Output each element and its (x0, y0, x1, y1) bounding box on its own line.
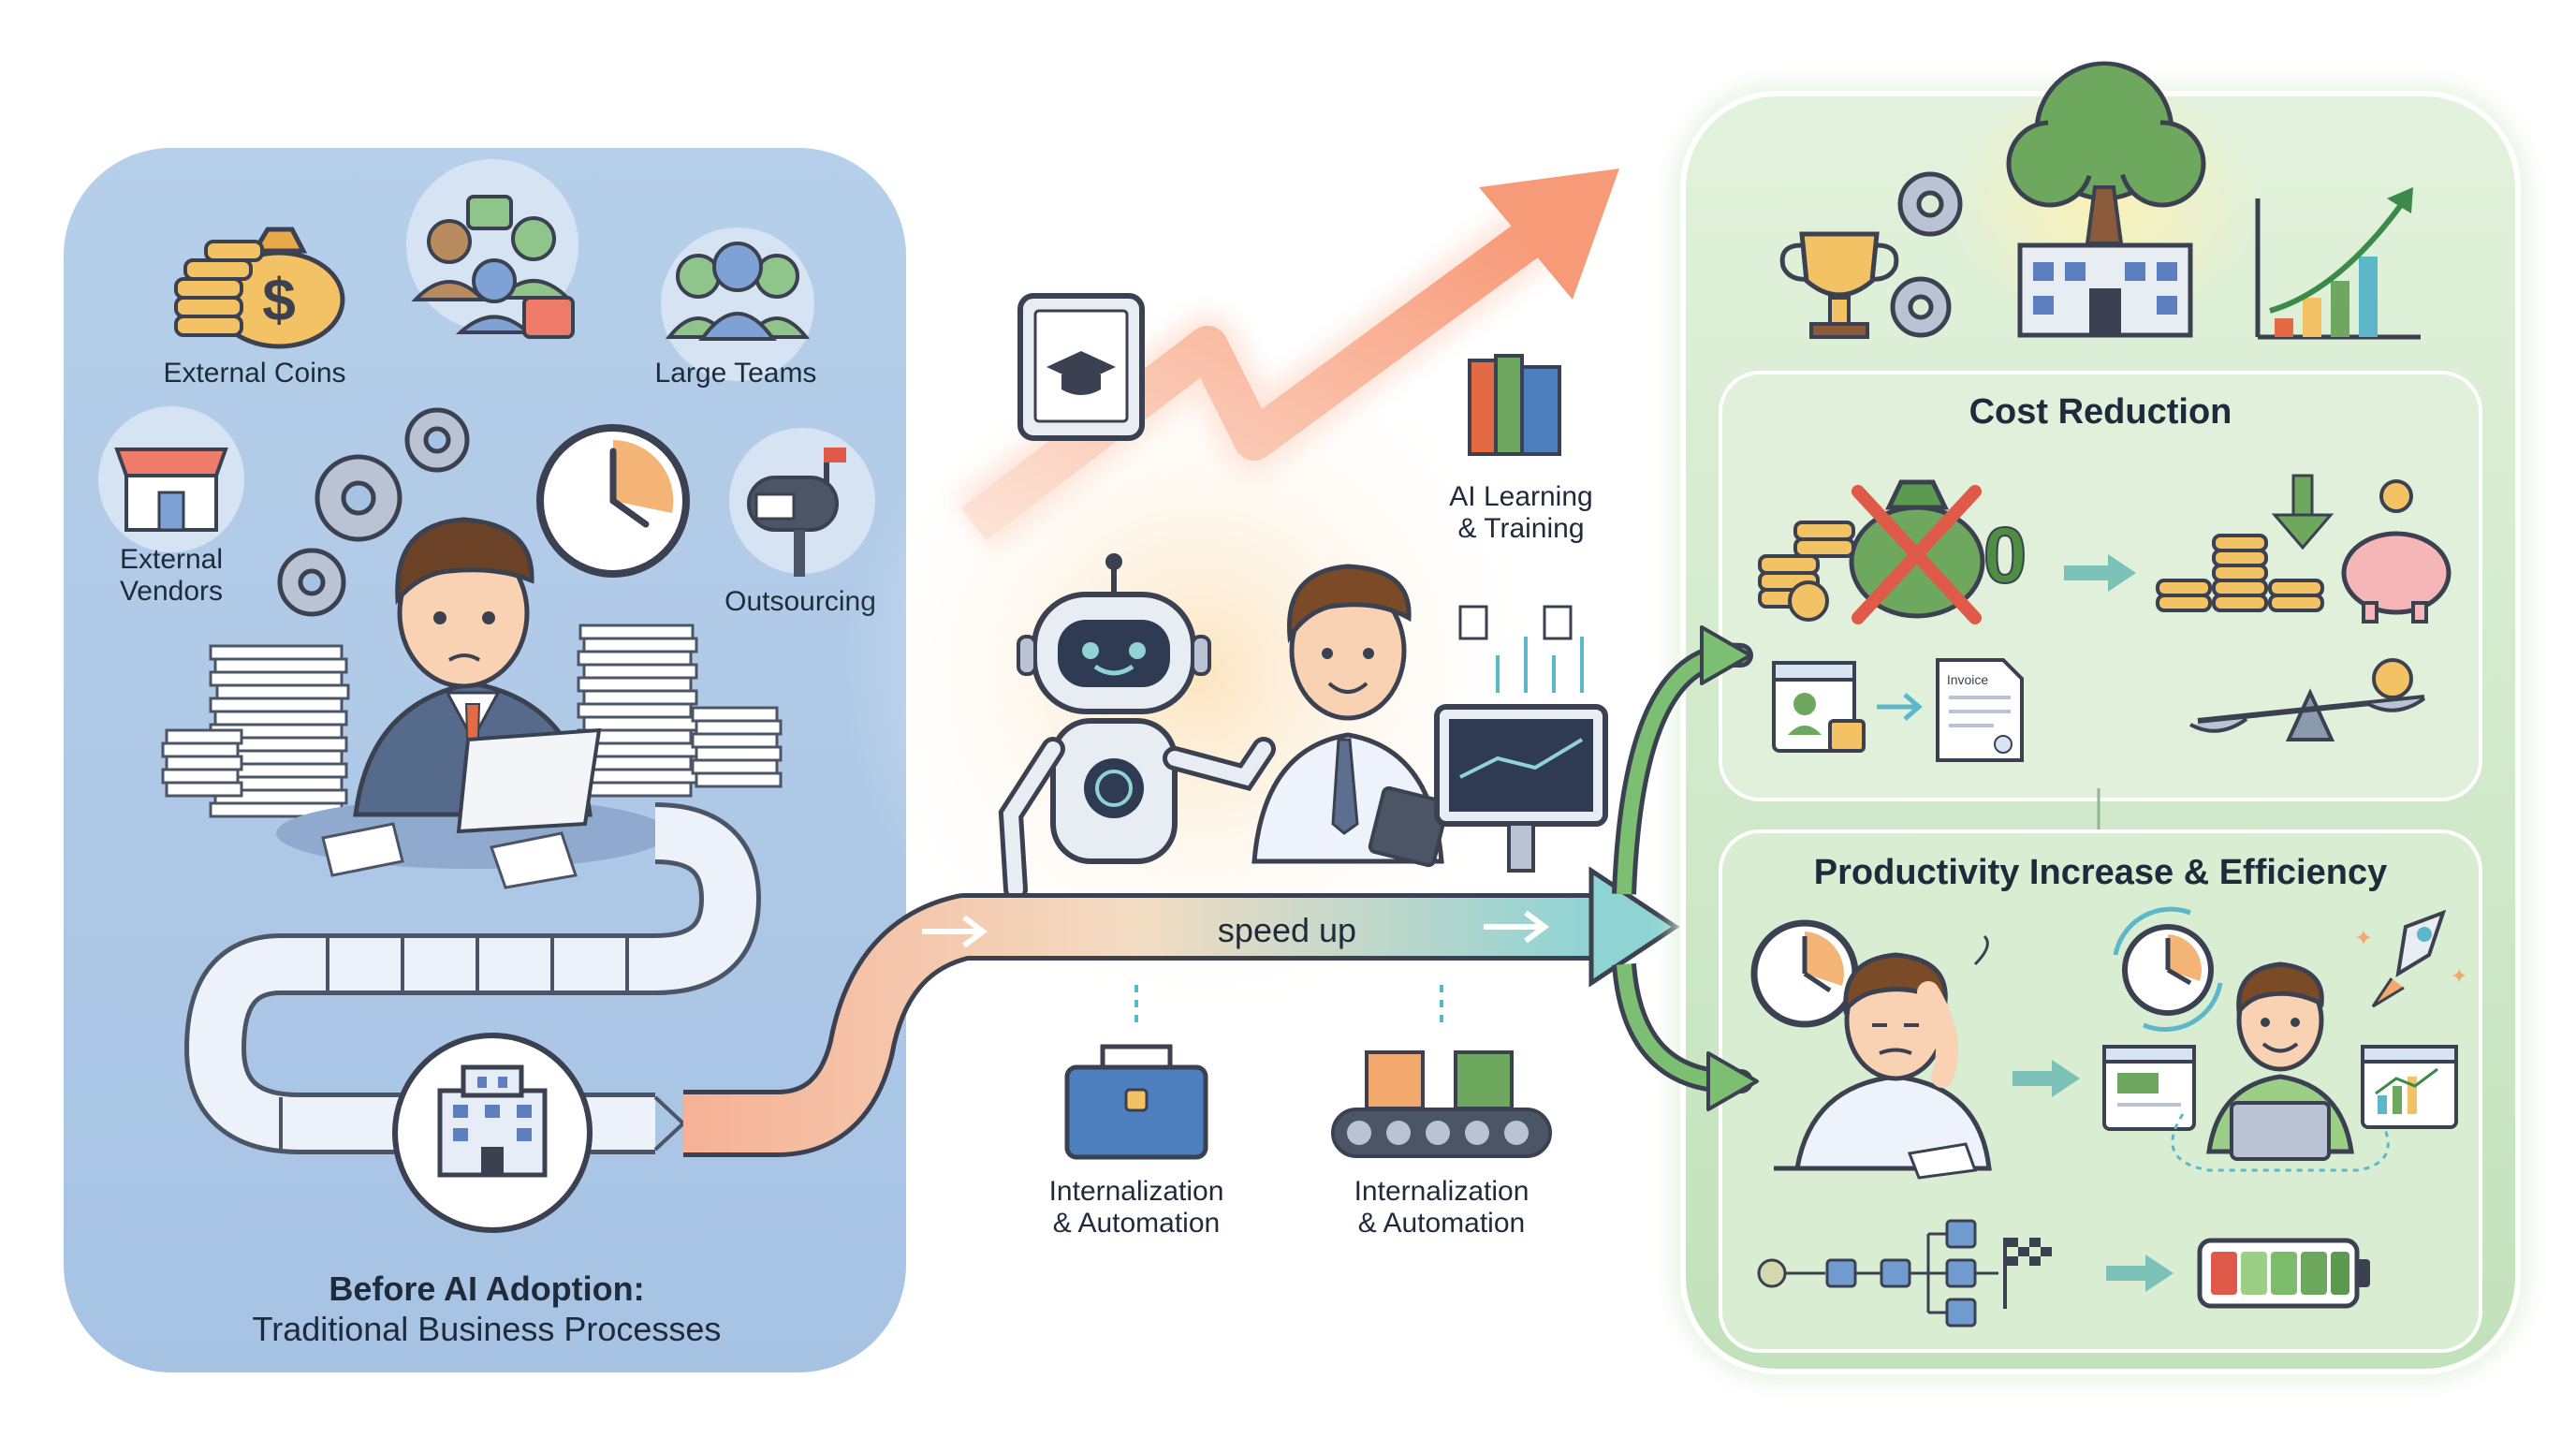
ai-learning-label: AI Learning& Training (1449, 481, 1592, 544)
winding-road (184, 802, 761, 1154)
large-teams-icon (661, 227, 814, 381)
tree-building-icon (2006, 61, 2206, 338)
down-arrow-icon (2271, 474, 2334, 550)
zero-label: 0 (1983, 511, 2027, 599)
productivity-arrow-head-icon (2052, 1060, 2080, 1097)
speed-up-road (683, 866, 1680, 1157)
dashboard-right-icon (2361, 1045, 2458, 1129)
before-title: Before AI Adoption: (329, 1269, 644, 1308)
battery-arrow-head-icon (2145, 1255, 2174, 1292)
productivity-title: Productivity Increase & Efficiency (1814, 853, 2387, 892)
svg-text:✦: ✦ (2451, 964, 2467, 988)
connector-arrows (1612, 625, 1759, 1111)
tablet-graduation-icon (1017, 293, 1145, 441)
transition-area: AI Learning& Training (683, 169, 1680, 1239)
gears-icon (277, 407, 470, 617)
svg-text:✦: ✦ (2354, 926, 2373, 951)
dashboard-left-icon (2102, 1045, 2196, 1131)
before-subtitle: Traditional Business Processes (253, 1310, 722, 1348)
external-coins-label: External Coins (163, 358, 345, 389)
gears-after-icon (1890, 171, 1963, 338)
battery-icon (2197, 1238, 2370, 1309)
secure-login-icon (1772, 661, 1866, 753)
toolbox-icon (1064, 985, 1208, 1160)
invoice-icon (1936, 658, 2024, 762)
clock-after-icon (1750, 919, 1859, 1028)
invoice-label: Invoice (1947, 672, 1989, 687)
rocket-icon: ✦ ✦ (2354, 909, 2467, 1008)
paper-stacks-icon (161, 624, 783, 818)
trophy-icon (1779, 231, 1899, 339)
books-icon (1468, 354, 1561, 456)
arrow-head-icon (2108, 554, 2136, 592)
crossed-money-bag-icon (1758, 479, 1985, 624)
piggy-bank-icon (2341, 479, 2452, 624)
growth-chart-icon (2255, 187, 2421, 340)
stressed-worker-icon (276, 517, 669, 889)
computer-monitor-icon (1434, 605, 1608, 873)
svg-text:$: $ (262, 266, 296, 333)
automation-label-2: Internalization& Automation (1354, 1176, 1530, 1239)
workflow-icon (1757, 1219, 2052, 1328)
cycle-clock-icon (2113, 906, 2223, 1033)
large-teams-label: Large Teams (655, 358, 817, 389)
speed-up-label: speed up (1218, 911, 1356, 949)
balance-scale-icon (2189, 658, 2426, 741)
coin-stacks-icon (2156, 534, 2324, 612)
productive-worker-icon (2171, 961, 2390, 1172)
cost-reduction-title: Cost Reduction (1969, 392, 2232, 432)
storefront-icon (98, 406, 244, 552)
happy-worker-icon (1251, 564, 1450, 868)
mailbox-icon (729, 428, 875, 577)
office-building-icon (392, 1033, 593, 1233)
conveyor-belt-icon (1331, 985, 1552, 1158)
before-panel: $ External Coins (64, 148, 906, 1372)
clock-icon (536, 424, 690, 578)
automation-label-1: Internalization& Automation (1049, 1176, 1224, 1239)
team-puzzle-icon (406, 159, 578, 339)
after-panel: Cost Reduction 0 (1674, 61, 2527, 1381)
robot-icon (998, 553, 1276, 902)
cost-reduction-card (1719, 371, 2482, 801)
money-bag-icon: $ (174, 227, 345, 349)
invoice-arrow-icon (1877, 693, 1923, 721)
tired-worker-icon (1774, 934, 1992, 1180)
